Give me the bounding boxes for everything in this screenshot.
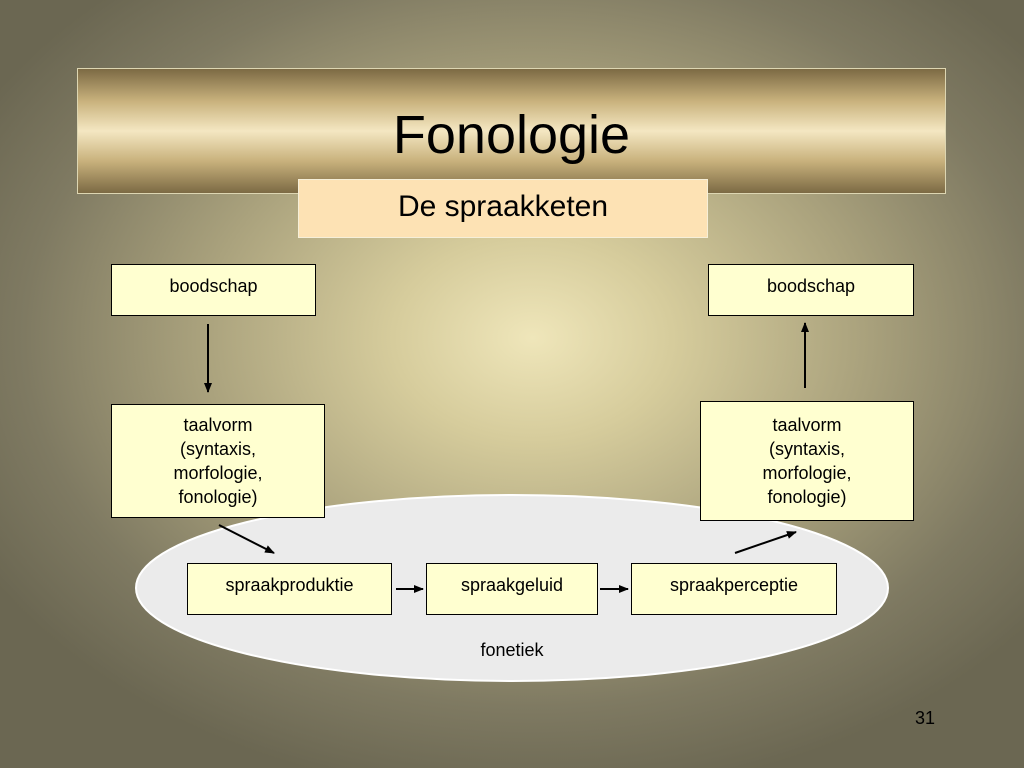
sender-language-form-box: taalvorm (syntaxis, morfologie, fonologi… bbox=[111, 404, 325, 518]
page-number: 31 bbox=[914, 708, 936, 728]
sender-message-label: boodschap bbox=[169, 276, 258, 296]
receiver-message-label: boodschap bbox=[766, 276, 856, 296]
speech-production-label: spraakproduktie bbox=[225, 575, 354, 595]
receiver-form-line: fonologie) bbox=[767, 487, 847, 507]
speech-perception-box: spraakperceptie bbox=[631, 563, 837, 615]
speech-perception-label: spraakperceptie bbox=[669, 575, 799, 595]
speech-production-box: spraakproduktie bbox=[187, 563, 392, 615]
sender-message-box: boodschap bbox=[111, 264, 316, 316]
receiver-form-line: morfologie, bbox=[762, 463, 852, 483]
receiver-form-line: (syntaxis, bbox=[768, 439, 846, 459]
sender-form-line: morfologie, bbox=[173, 463, 263, 483]
receiver-form-line: taalvorm bbox=[772, 415, 842, 435]
title-bar: Fonologie bbox=[77, 68, 946, 194]
arrow-perception-to-form bbox=[734, 531, 797, 554]
slide-title: Fonologie bbox=[392, 105, 631, 165]
receiver-message-box: boodschap bbox=[708, 264, 914, 316]
sender-form-line: (syntaxis, bbox=[179, 439, 257, 459]
subtitle-box: De spraakketen bbox=[298, 179, 708, 238]
slide-subtitle: De spraakketen bbox=[397, 189, 609, 223]
receiver-language-form-box: taalvorm (syntaxis, morfologie, fonologi… bbox=[700, 401, 914, 521]
arrow-form-to-production bbox=[218, 524, 275, 554]
sender-form-line: fonologie) bbox=[178, 487, 258, 507]
sender-form-line: taalvorm bbox=[183, 415, 253, 435]
speech-sound-box: spraakgeluid bbox=[426, 563, 598, 615]
speech-sound-label: spraakgeluid bbox=[460, 575, 564, 595]
phonetics-label: fonetiek bbox=[480, 640, 544, 660]
